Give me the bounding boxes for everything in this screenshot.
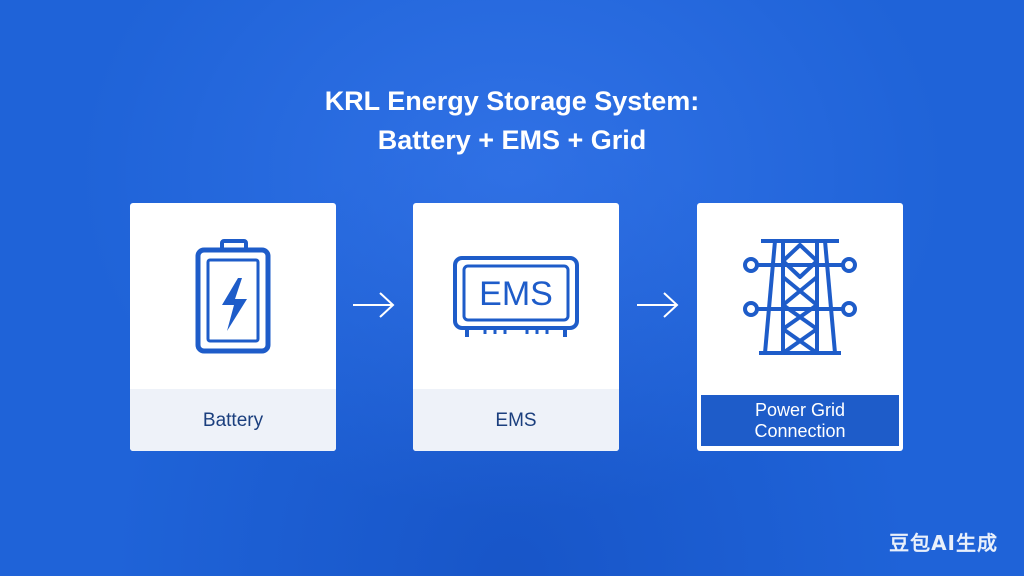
battery-bolt-icon	[195, 239, 271, 354]
grid-card: Power Grid Connection	[697, 203, 903, 451]
grid-label-line-2: Connection	[754, 420, 846, 441]
grid-icon-area	[697, 203, 903, 389]
battery-icon-area	[130, 203, 336, 389]
ems-unit-icon: EMS	[453, 256, 579, 337]
ems-card: EMS EMS	[413, 203, 619, 451]
title-line-1: KRL Energy Storage System:	[324, 86, 700, 116]
transmission-tower-icon	[743, 239, 857, 355]
arrow-right-icon	[353, 292, 395, 318]
title-line-2: Battery + EMS + Grid	[377, 125, 647, 155]
ems-icon-text: EMS	[479, 275, 553, 313]
ems-icon-area: EMS	[413, 203, 619, 389]
arrow-right-icon	[637, 292, 679, 318]
grid-label-line-1: Power Grid	[754, 399, 845, 420]
grid-label: Power Grid Connection	[701, 395, 899, 446]
battery-card: Battery	[130, 203, 336, 451]
diagram-title: KRL Energy Storage System: Battery + EMS…	[0, 82, 1024, 160]
battery-label: Battery	[130, 389, 336, 451]
watermark-text: 豆包AI生成	[889, 531, 998, 555]
ems-label: EMS	[413, 389, 619, 451]
